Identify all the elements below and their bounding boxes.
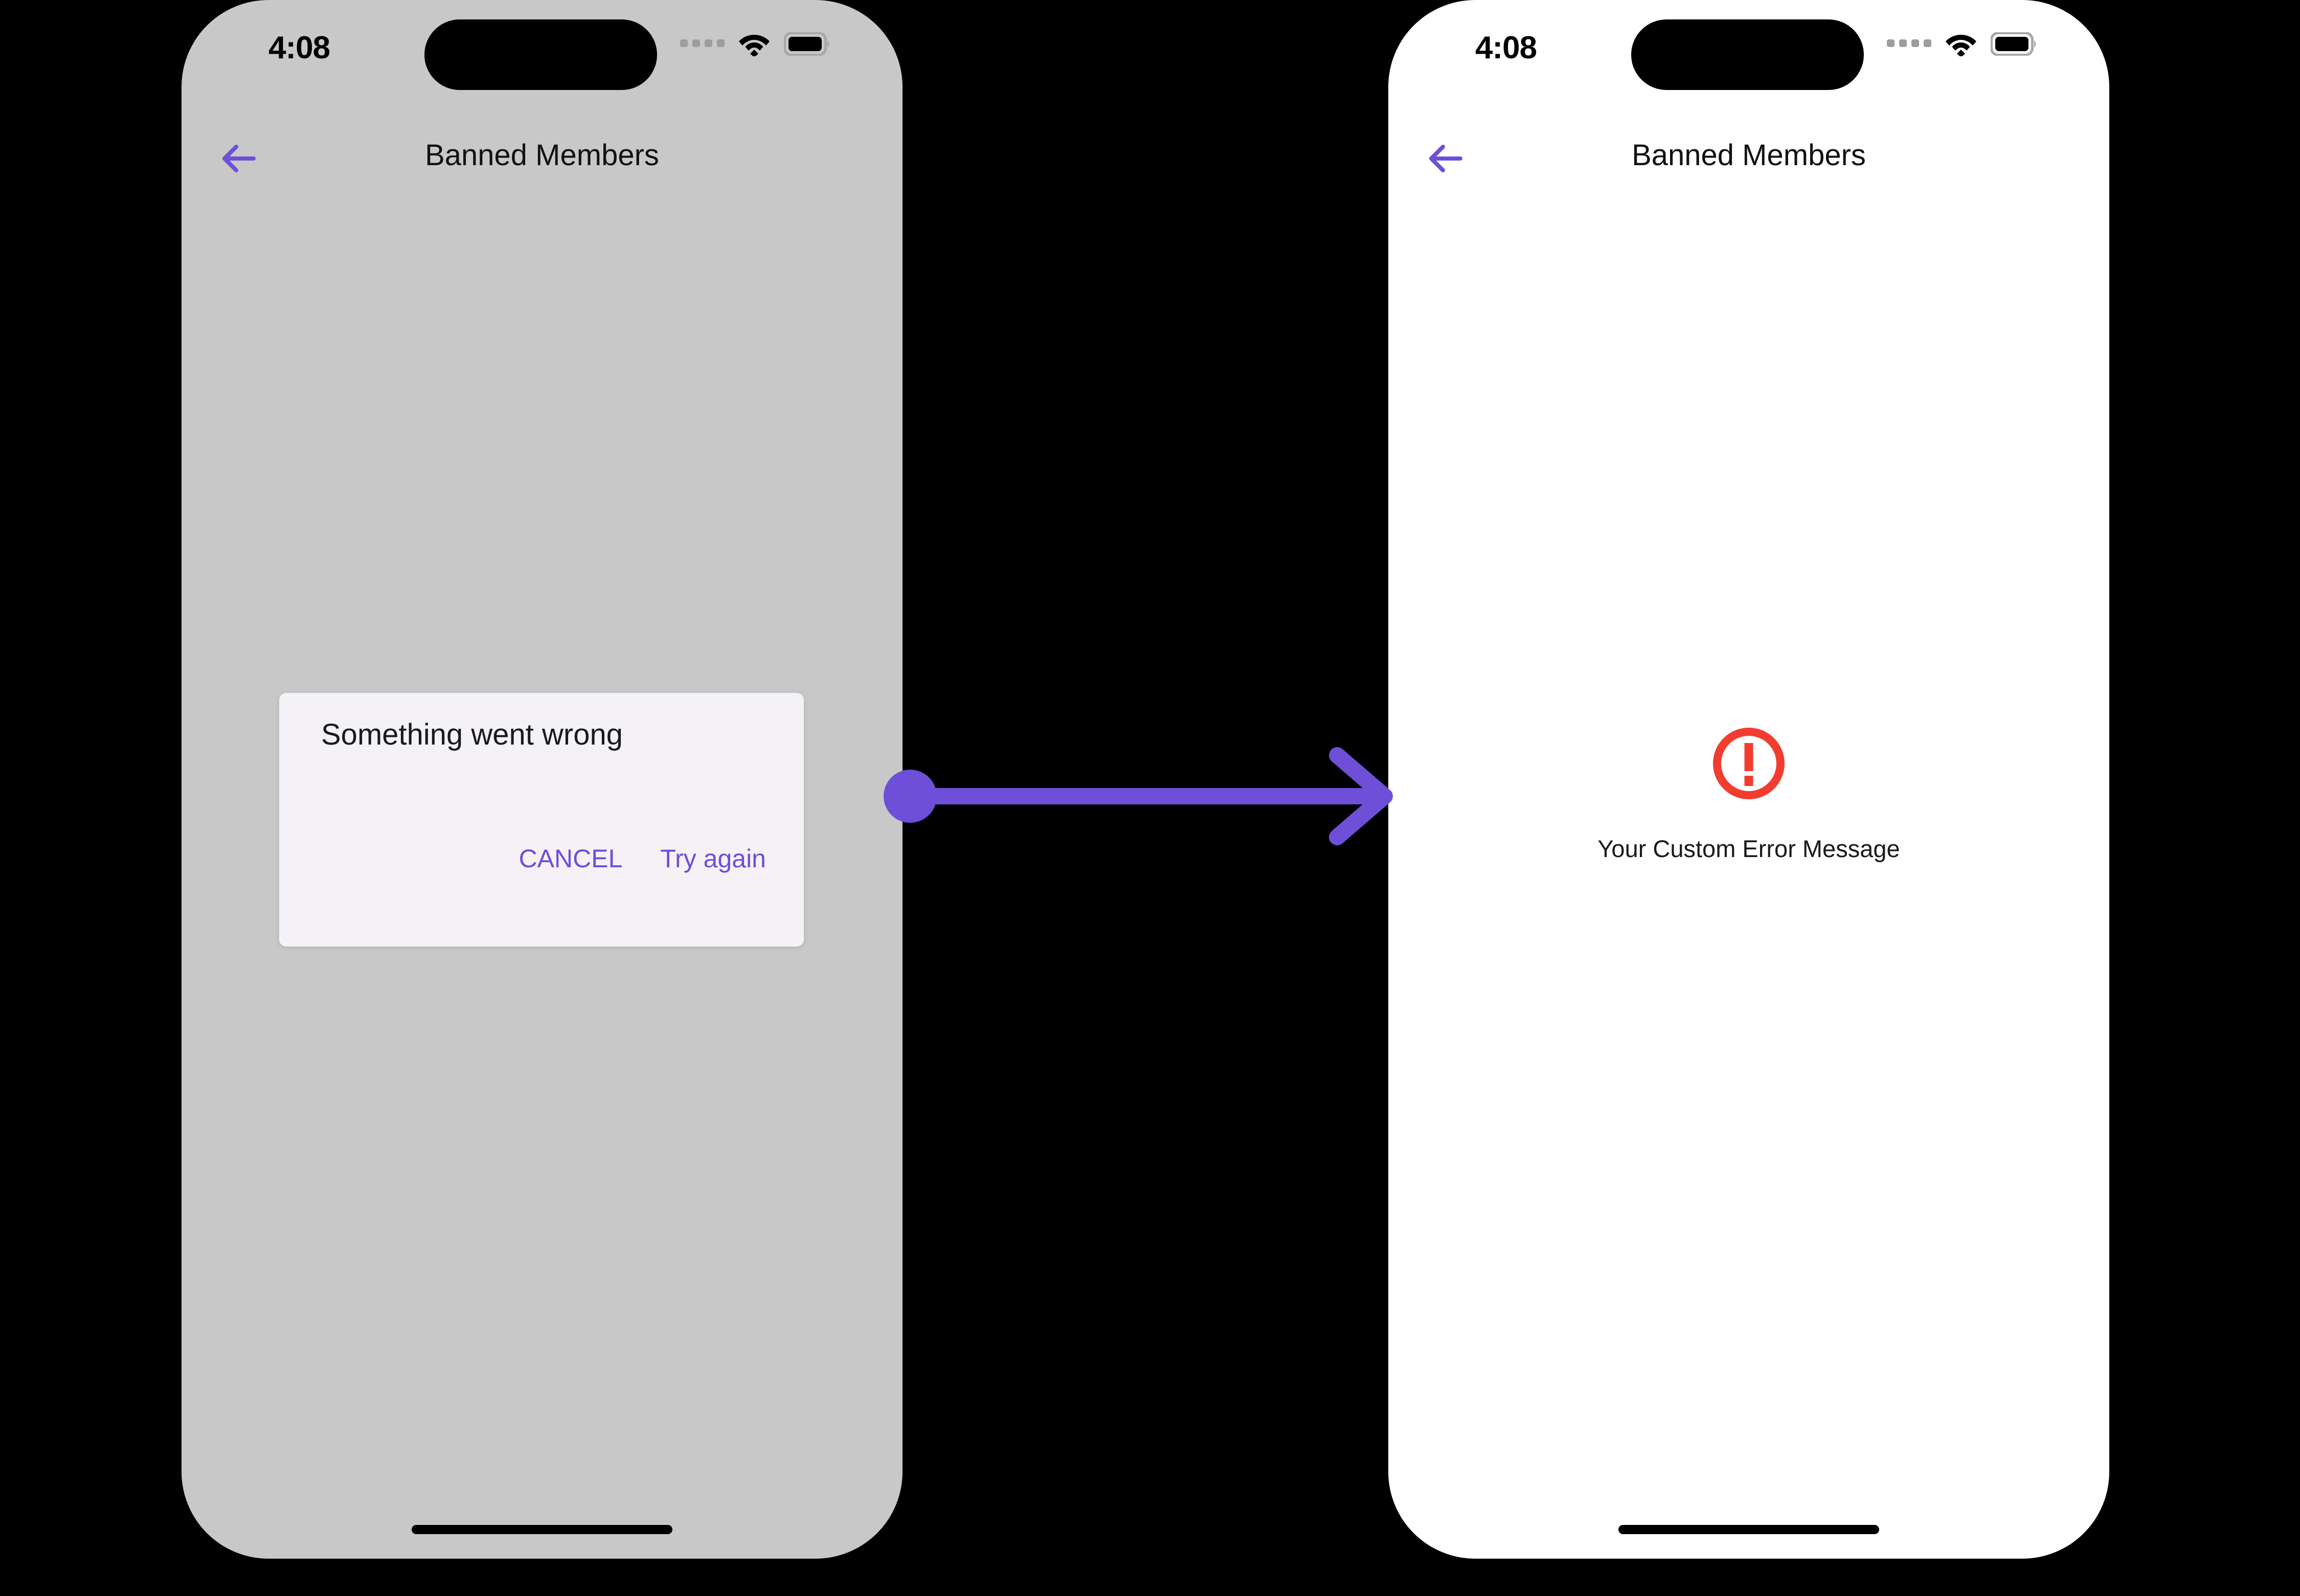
try-again-button[interactable]: Try again	[657, 839, 769, 879]
status-bar-left: 4:08	[182, 0, 903, 107]
cellular-dots-icon	[1887, 39, 1931, 49]
chevron-arrowhead	[1329, 747, 1393, 845]
error-exclamation-circle-icon	[1713, 728, 1785, 799]
error-dialog: Something went wrong CANCEL Try again	[279, 693, 804, 947]
connector-line	[910, 788, 1386, 804]
cancel-button[interactable]: CANCEL	[516, 839, 626, 879]
nav-bar-left: Banned Members	[182, 123, 903, 194]
status-indicators	[1887, 32, 2038, 56]
dynamic-island	[424, 19, 657, 90]
cellular-dots-icon	[680, 39, 725, 49]
phone-frame-left: 4:08 Banned Members Somet	[182, 0, 903, 1559]
wifi-icon	[1946, 35, 1976, 56]
error-state: Your Custom Error Message	[1388, 726, 2109, 863]
back-button[interactable]	[1416, 133, 1473, 184]
dialog-title: Something went wrong	[321, 718, 623, 751]
nav-bar-right: Banned Members	[1388, 123, 2109, 194]
home-indicator[interactable]	[1618, 1525, 1879, 1534]
wifi-icon	[739, 35, 770, 56]
arrow-left-icon	[222, 145, 256, 172]
page-title: Banned Members	[425, 139, 659, 172]
arrow-left-icon	[1429, 145, 1462, 172]
status-indicators	[680, 32, 831, 56]
arrow-right-connector	[884, 747, 1393, 845]
error-message: Your Custom Error Message	[1597, 835, 1900, 862]
phone-frame-right: 4:08 Banned Members	[1388, 0, 2109, 1559]
home-indicator[interactable]	[412, 1525, 672, 1534]
status-time: 4:08	[268, 30, 330, 65]
back-button[interactable]	[210, 133, 266, 184]
dialog-actions: CANCEL Try again	[516, 839, 769, 879]
status-bar-right: 4:08	[1388, 0, 2109, 107]
status-time: 4:08	[1475, 30, 1537, 65]
dynamic-island	[1631, 19, 1864, 90]
page-title: Banned Members	[1632, 139, 1866, 172]
battery-full-icon	[1991, 32, 2036, 56]
battery-full-icon	[784, 32, 829, 56]
